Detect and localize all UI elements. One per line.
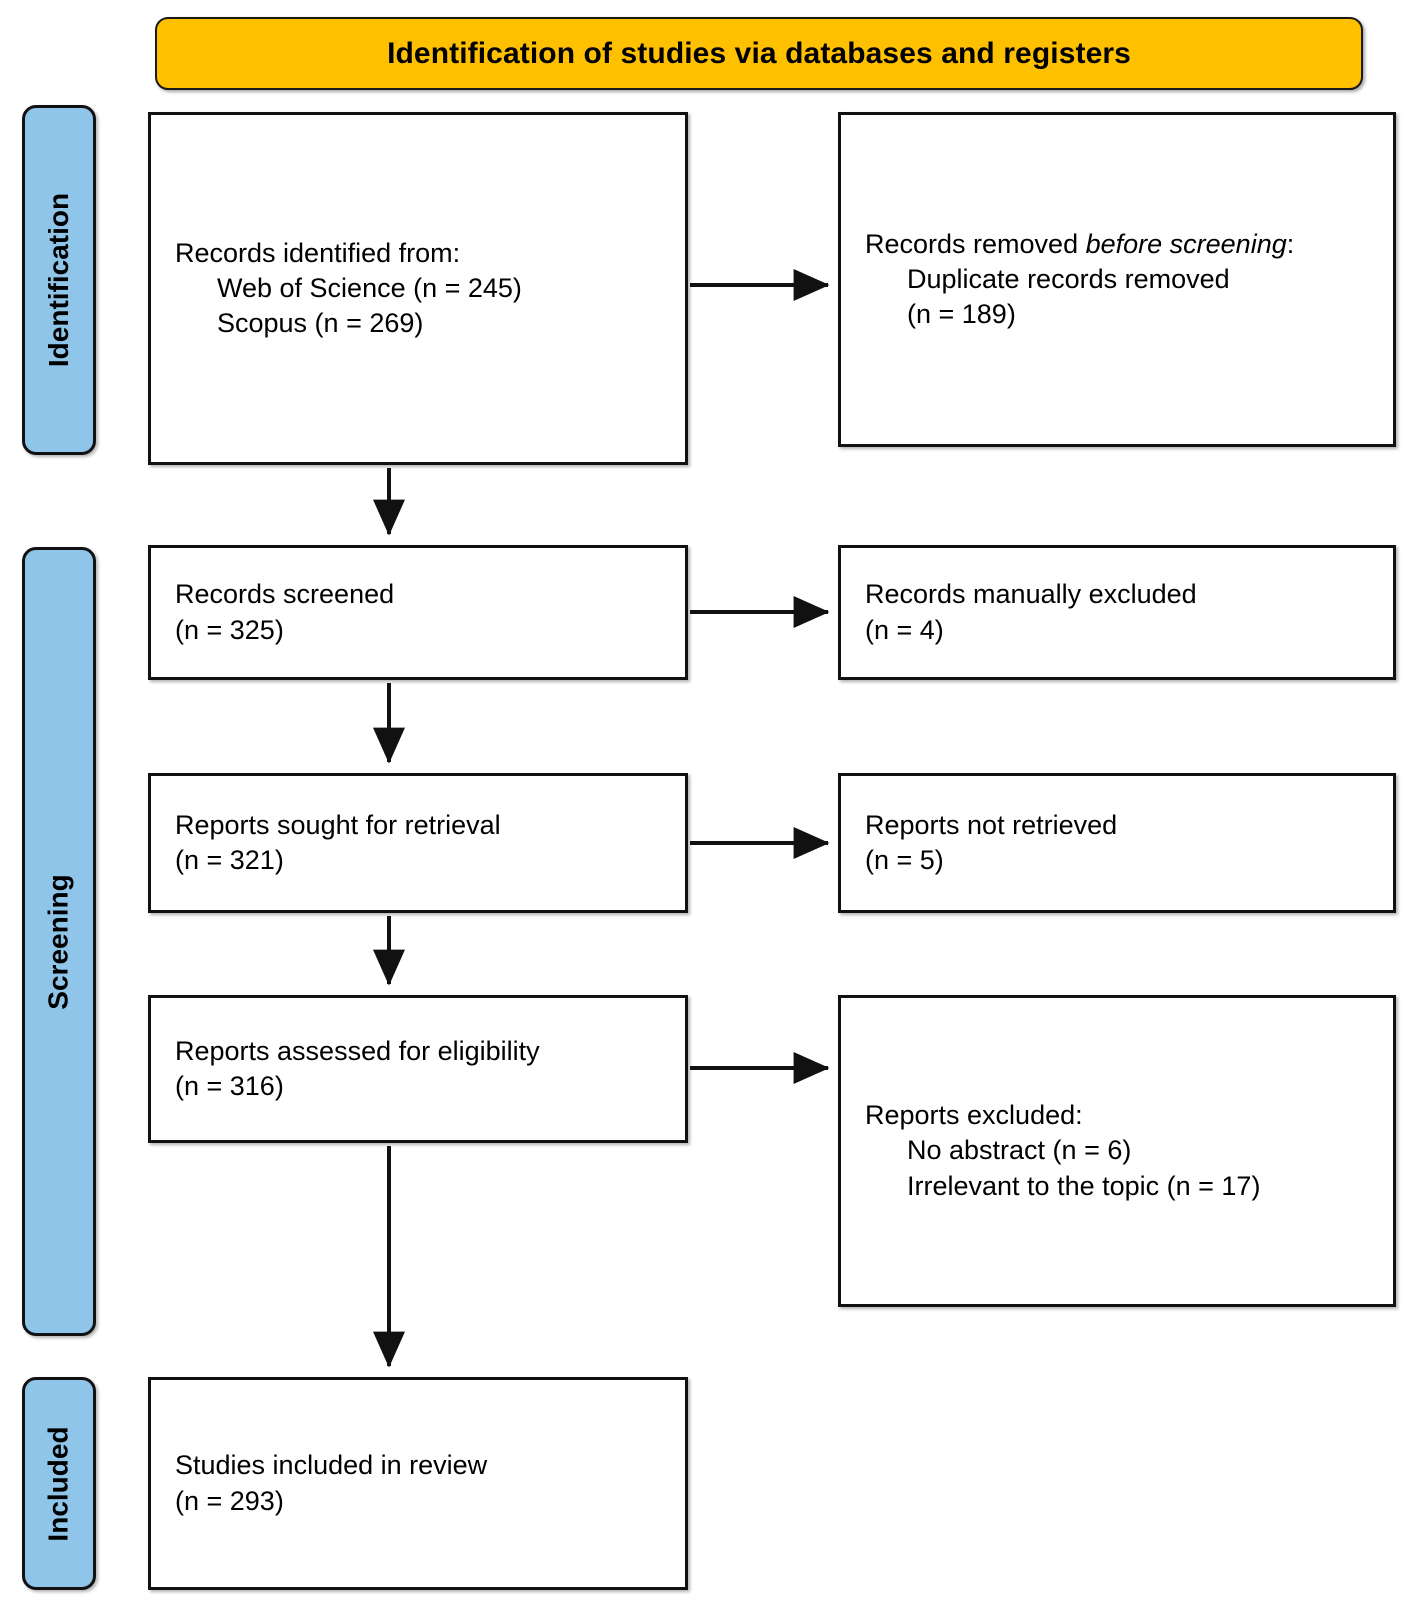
box-records-screened: Records screened (n = 325): [148, 545, 688, 680]
reports-assessed-heading: Reports assessed for eligibility: [175, 1035, 540, 1066]
box-records-removed-before-screening: Records removed before screening: Duplic…: [838, 112, 1396, 447]
reports-not-retrieved-heading: Reports not retrieved: [865, 809, 1118, 840]
reports-not-retrieved-count: (n = 5): [865, 845, 944, 875]
box-reports-not-retrieved: Reports not retrieved (n = 5): [838, 773, 1396, 913]
box-records-manually-excluded: Records manually excluded (n = 4): [838, 545, 1396, 680]
records-removed-duplicates: Duplicate records removed: [907, 263, 1230, 294]
records-removed-heading-suffix: :: [1286, 228, 1295, 259]
records-manually-excluded-count: (n = 4): [865, 614, 944, 645]
diagram-header-banner: Identification of studies via databases …: [155, 17, 1363, 90]
reports-assessed-count: (n = 316): [175, 1071, 284, 1101]
records-identified-heading: Records identified from:: [175, 237, 461, 268]
records-identified-source-wos: Web of Science (n = 245): [217, 272, 522, 303]
reports-excluded-reason-no-abstract: No abstract (n = 6): [907, 1135, 1132, 1166]
box-records-identified: Records identified from: Web of Science …: [148, 112, 688, 465]
records-removed-heading-plain: Records removed: [865, 228, 1086, 259]
records-removed-heading-italic: before screening: [1085, 228, 1287, 259]
box-reports-excluded: Reports excluded: No abstract (n = 6) Ir…: [838, 995, 1396, 1307]
reports-excluded-heading: Reports excluded:: [865, 1100, 1083, 1131]
reports-excluded-reason-irrelevant: Irrelevant to the topic (n = 17): [907, 1170, 1261, 1201]
box-reports-sought: Reports sought for retrieval (n = 321): [148, 773, 688, 913]
records-screened-count: (n = 325): [175, 614, 284, 645]
records-removed-heading: Records removed before screening:: [865, 227, 1369, 262]
records-screened-heading: Records screened: [175, 579, 395, 610]
reports-sought-heading: Reports sought for retrieval: [175, 809, 501, 840]
stage-bar-included: Included: [22, 1377, 96, 1590]
records-manually-excluded-heading: Records manually excluded: [865, 579, 1197, 610]
reports-sought-count: (n = 321): [175, 845, 284, 875]
diagram-title: Identification of studies via databases …: [387, 36, 1131, 70]
box-studies-included: Studies included in review (n = 293): [148, 1377, 688, 1590]
stage-bar-identification: Identification: [22, 105, 96, 455]
records-removed-duplicates-count: (n = 189): [907, 299, 1016, 330]
studies-included-count: (n = 293): [175, 1485, 284, 1516]
records-identified-source-scopus: Scopus (n = 269): [217, 308, 424, 339]
studies-included-heading: Studies included in review: [175, 1450, 488, 1481]
stage-bar-screening: Screening: [22, 547, 96, 1336]
box-reports-assessed: Reports assessed for eligibility (n = 31…: [148, 995, 688, 1143]
